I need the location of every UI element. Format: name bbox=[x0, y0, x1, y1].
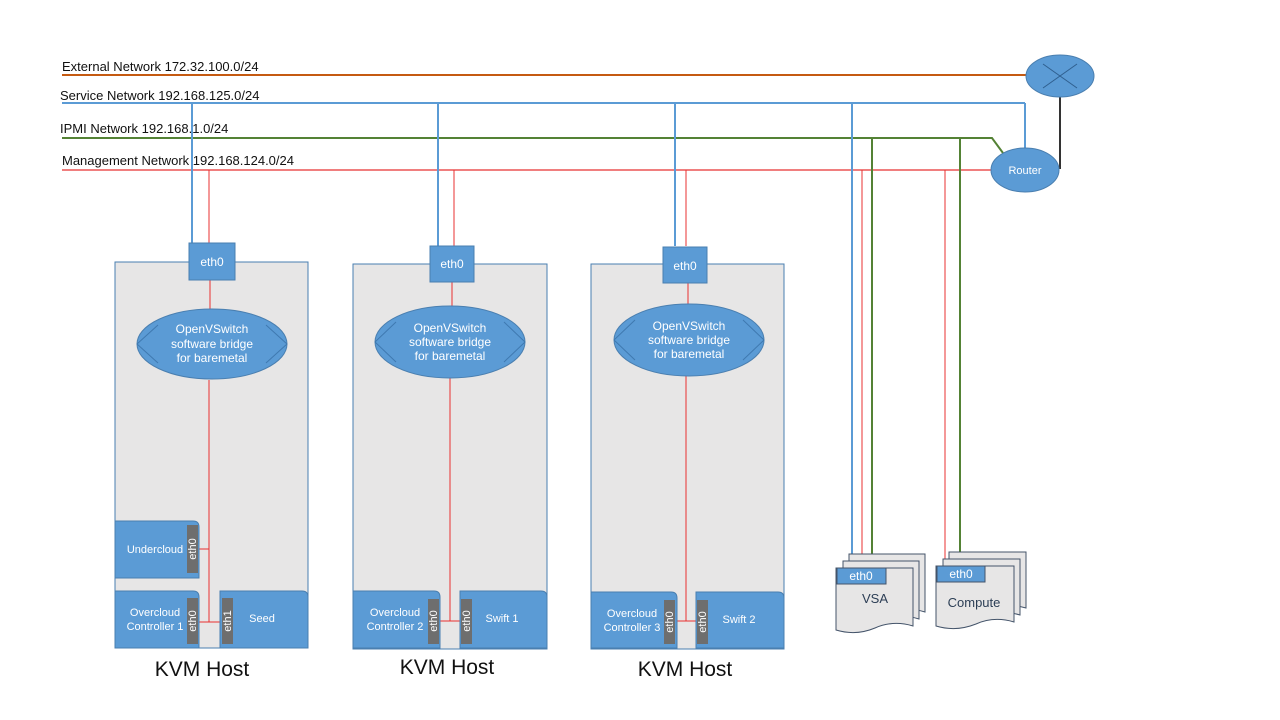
overcloud-controller-3-vm: Overcloud Controller 3 eth0 bbox=[590, 591, 678, 649]
host-nic bbox=[429, 245, 475, 283]
undercloud-port-label: eth0 bbox=[187, 538, 199, 559]
external-switch-icon bbox=[1025, 54, 1095, 98]
seed-port-label: eth1 bbox=[222, 610, 234, 631]
undercloud-vm: Undercloud eth0 bbox=[114, 520, 200, 579]
swift-eth0-port bbox=[461, 599, 472, 644]
bridge-label-line3: for baremetal bbox=[415, 349, 486, 363]
undercloud-eth0-port bbox=[187, 525, 198, 573]
router-uplink-line bbox=[1058, 95, 1061, 169]
vm-eth0-port bbox=[428, 599, 439, 644]
undercloud-label: Undercloud bbox=[127, 544, 183, 556]
service-network-label: Service Network 192.168.125.0/24 bbox=[60, 88, 259, 103]
vm-label-line2: Controller 3 bbox=[604, 622, 661, 634]
bridge-label-line1: OpenVSwitch bbox=[176, 322, 249, 336]
vsa-label: VSA bbox=[862, 591, 888, 606]
openvswitch-bridge: OpenVSwitch software bridge for baremeta… bbox=[613, 303, 765, 377]
router-icon bbox=[990, 147, 1060, 193]
swift-eth0-port bbox=[697, 600, 708, 644]
swift-port-label: eth0 bbox=[697, 611, 709, 632]
bridge-label-line3: for baremetal bbox=[654, 347, 725, 361]
compute-port-label: eth0 bbox=[949, 567, 973, 581]
overcloud-controller-2-vm: Overcloud Controller 2 eth0 bbox=[352, 590, 441, 649]
external-network-label: External Network 172.32.100.0/24 bbox=[62, 59, 259, 74]
overcloud-controller-1-vm: Overcloud Controller 1 eth0 bbox=[114, 590, 200, 649]
bridge-label-line2: software bridge bbox=[171, 337, 253, 351]
swift-2-vm: eth0 Swift 2 bbox=[695, 591, 785, 649]
openvswitch-bridge: OpenVSwitch software bridge for baremeta… bbox=[136, 308, 288, 380]
swift-1-vm: eth0 Swift 1 bbox=[459, 590, 548, 649]
swift-label: Swift 2 bbox=[722, 614, 755, 626]
host-nic-label: eth0 bbox=[440, 257, 464, 271]
vm-port-label: eth0 bbox=[187, 610, 199, 631]
vsa-eth0-port bbox=[836, 567, 887, 585]
host-nic bbox=[188, 242, 236, 281]
management-network-label: Management Network 192.168.124.0/24 bbox=[62, 153, 294, 168]
vm-label-line2: Controller 2 bbox=[367, 621, 424, 633]
seed-eth1-port bbox=[222, 598, 233, 644]
router-label: Router bbox=[1008, 165, 1041, 177]
seed-vm: eth1 Seed bbox=[219, 590, 309, 649]
vm-eth0-port bbox=[664, 600, 675, 644]
seed-label: Seed bbox=[249, 613, 275, 625]
vm-eth0-port bbox=[187, 598, 198, 644]
vsa-port-label: eth0 bbox=[849, 569, 873, 583]
ipmi-network-label: IPMI Network 192.168.1.0/24 bbox=[60, 121, 228, 136]
compute-device: eth0 Compute bbox=[935, 138, 1027, 630]
bridge-label-line3: for baremetal bbox=[177, 351, 248, 365]
router: Router bbox=[990, 147, 1060, 193]
vm-port-label: eth0 bbox=[428, 610, 440, 631]
kvm-host-3: eth0 OpenVSwitch software bridge for bar… bbox=[590, 103, 785, 681]
vm-label-line1: Overcloud bbox=[130, 607, 180, 619]
host-nic bbox=[662, 246, 708, 284]
vm-label-line2: Controller 1 bbox=[127, 621, 184, 633]
kvm-host-label: KVM Host bbox=[155, 658, 250, 681]
compute-eth0-port bbox=[936, 565, 986, 583]
vm-label-line1: Overcloud bbox=[607, 608, 657, 620]
vsa-device: eth0 VSA bbox=[835, 103, 926, 634]
vm-port-label: eth0 bbox=[664, 611, 676, 632]
swift-label: Swift 1 bbox=[485, 613, 518, 625]
vm-label-line1: Overcloud bbox=[370, 607, 420, 619]
openvswitch-bridge: OpenVSwitch software bridge for baremeta… bbox=[374, 305, 526, 379]
bridge-label-line1: OpenVSwitch bbox=[414, 321, 487, 335]
bridge-label-line2: software bridge bbox=[648, 333, 730, 347]
host-nic-label: eth0 bbox=[673, 259, 697, 273]
kvm-host-2: eth0 OpenVSwitch software bridge for bar… bbox=[352, 103, 548, 679]
compute-label: Compute bbox=[948, 595, 1001, 610]
kvm-host-1: eth0 OpenVSwitch software bridge for bar… bbox=[114, 103, 309, 681]
kvm-host-label: KVM Host bbox=[400, 656, 495, 679]
host-nic-label: eth0 bbox=[200, 255, 224, 269]
ipmi-network-line bbox=[62, 137, 1004, 154]
bridge-label-line1: OpenVSwitch bbox=[653, 319, 726, 333]
swift-port-label: eth0 bbox=[461, 610, 473, 631]
kvm-host-label: KVM Host bbox=[638, 658, 733, 681]
bridge-label-line2: software bridge bbox=[409, 335, 491, 349]
